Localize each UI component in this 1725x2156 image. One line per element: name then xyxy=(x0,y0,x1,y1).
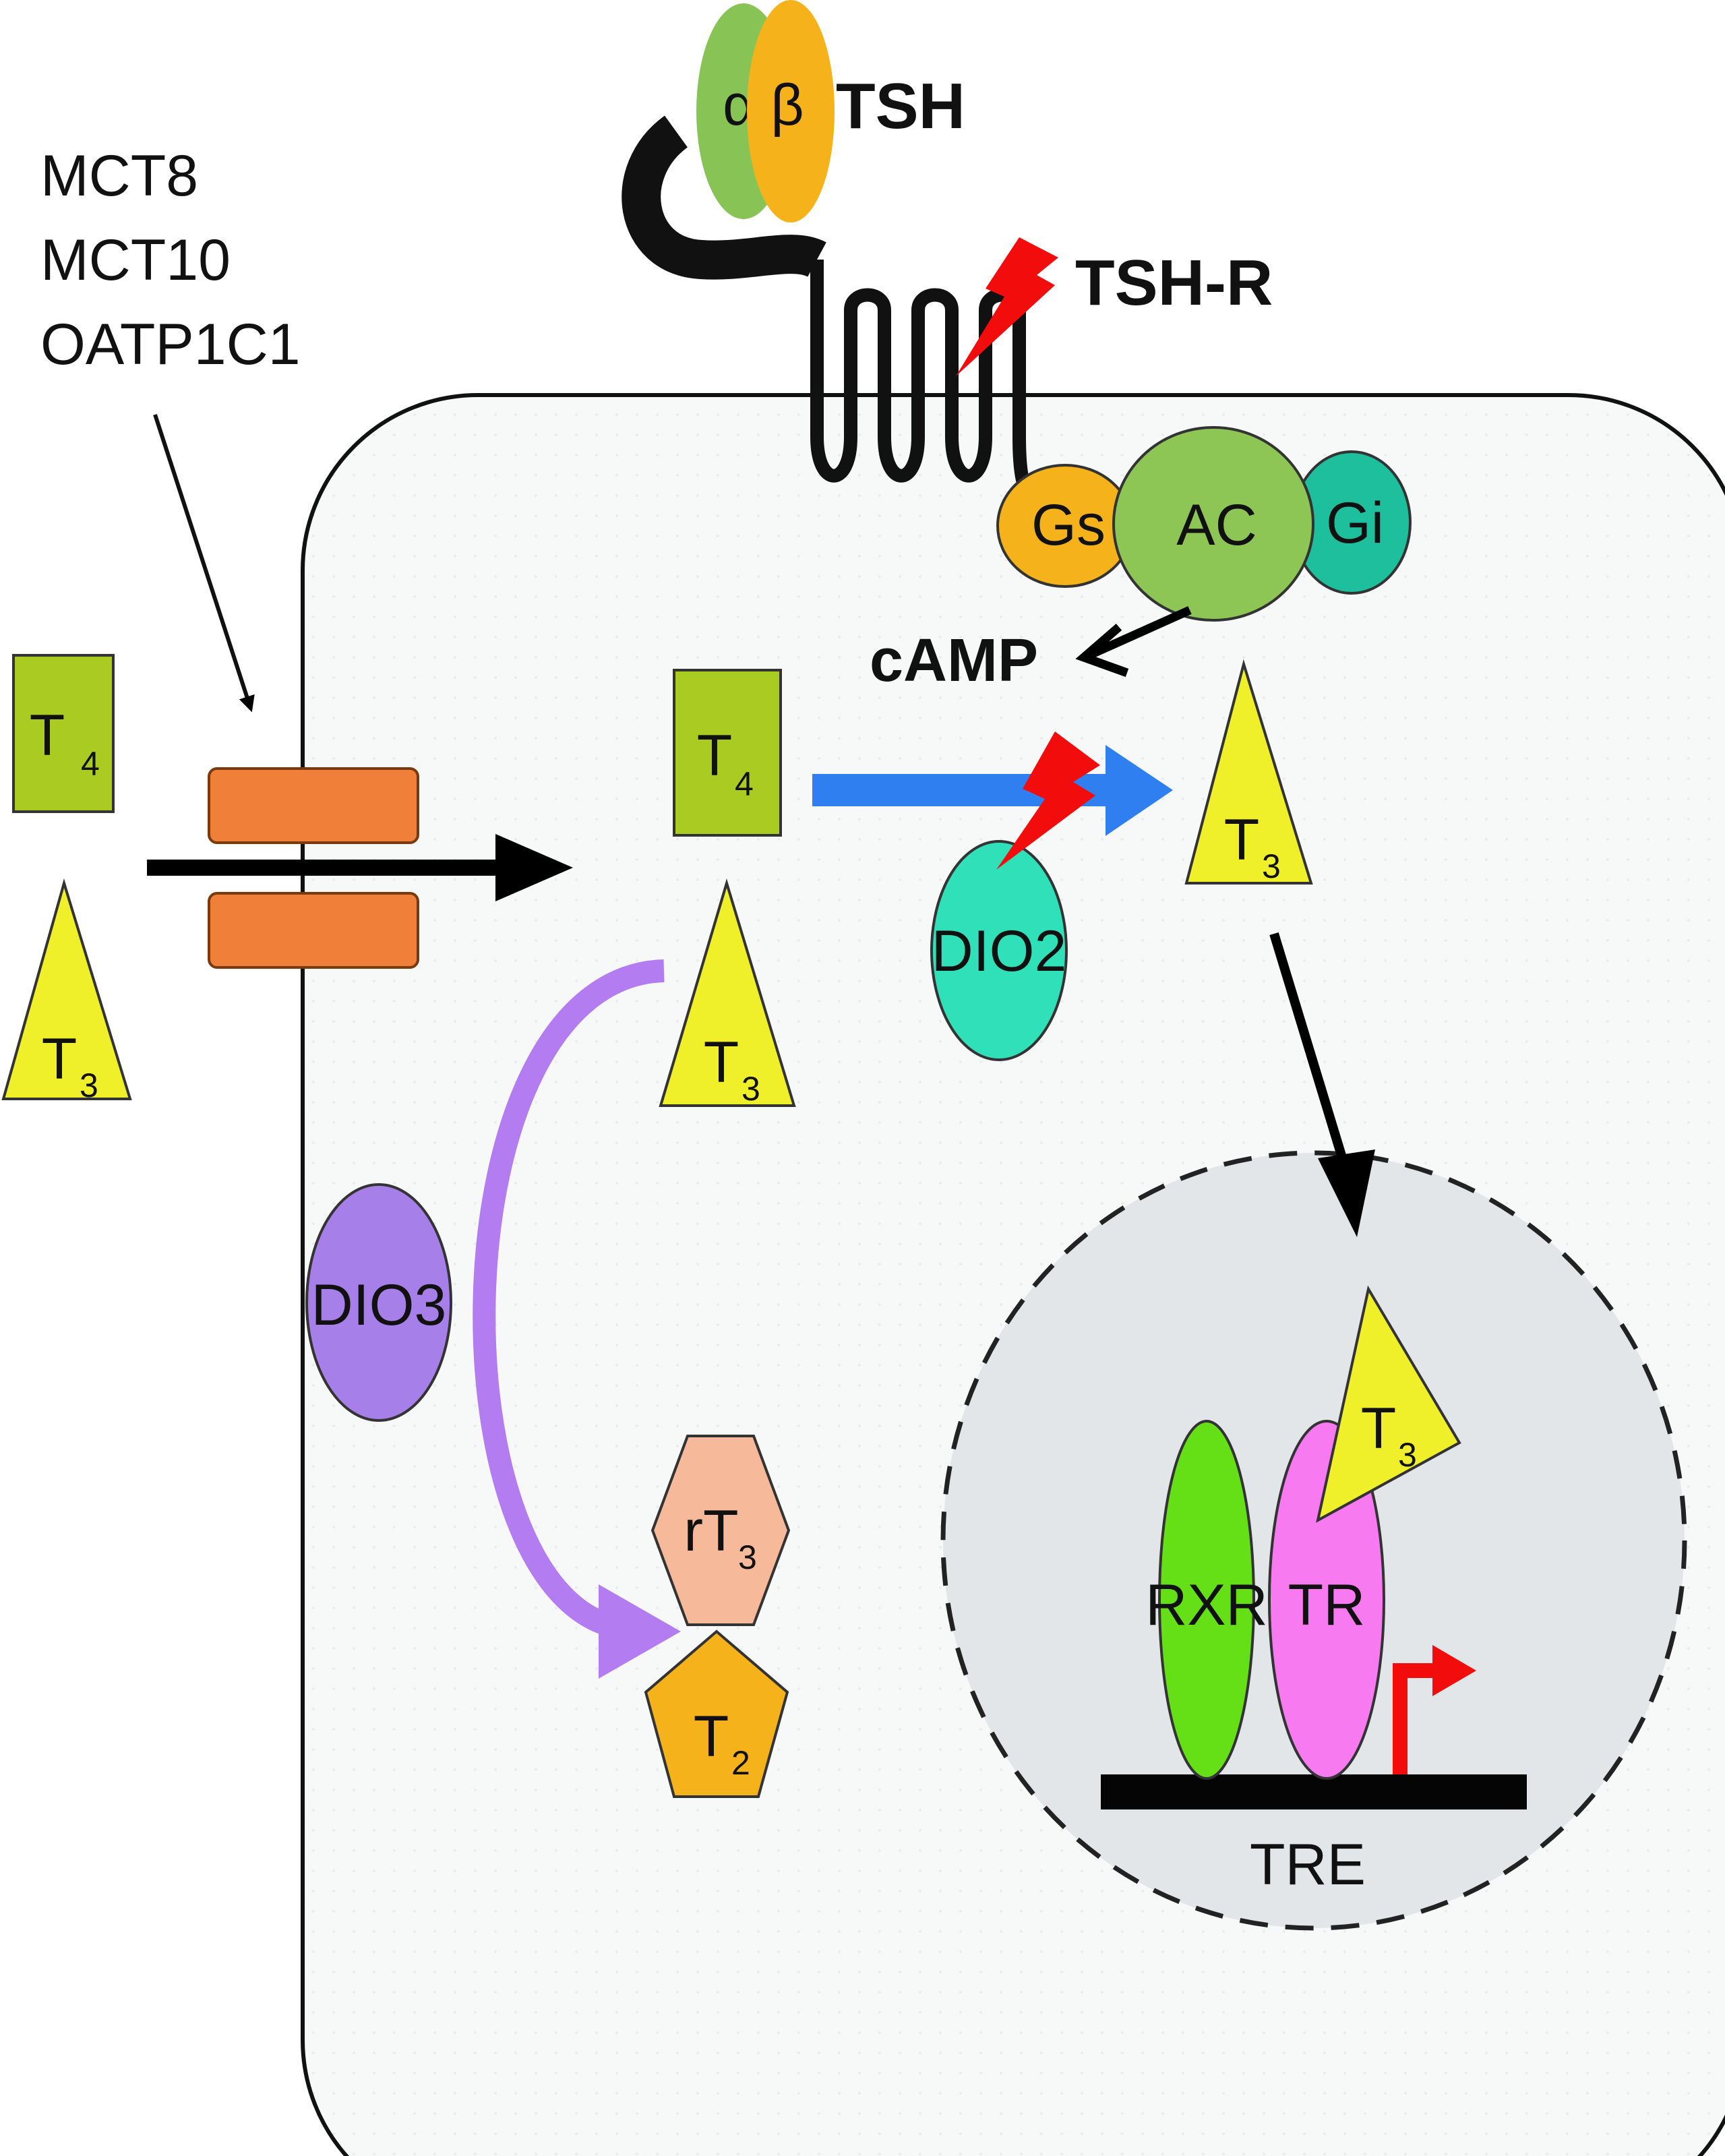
transporter-label-mct8: MCT8 xyxy=(40,144,198,208)
extracellular-t3: T 3 xyxy=(1,878,132,1104)
dio3-enzyme: DIO3 xyxy=(305,1183,452,1422)
tr-receptor: TR xyxy=(1268,1420,1385,1780)
tre-dna-bar xyxy=(1101,1774,1527,1809)
svg-text:T: T xyxy=(42,1027,78,1091)
svg-text:T: T xyxy=(30,703,65,768)
svg-text:DIO2: DIO2 xyxy=(932,919,1067,984)
svg-text:β: β xyxy=(770,73,804,138)
camp-arrow xyxy=(1090,606,1192,658)
svg-text:2: 2 xyxy=(731,1744,750,1782)
tre-label: TRE xyxy=(1250,1832,1366,1897)
svg-text:T: T xyxy=(694,1704,729,1769)
svg-text:4: 4 xyxy=(81,745,100,783)
dio3-inactivation-arrow xyxy=(473,959,665,1640)
dio2-enzyme: DIO2 xyxy=(930,840,1068,1061)
svg-text:3: 3 xyxy=(1398,1436,1417,1474)
receptor-lightning-icon xyxy=(956,237,1058,376)
extracellular-t4: T 4 xyxy=(12,654,115,813)
tsh-label: TSH xyxy=(836,70,965,142)
svg-text:RXR: RXR xyxy=(1145,1573,1268,1638)
intracellular-t3: T 3 xyxy=(659,878,796,1108)
t2-pentagon: T 2 xyxy=(644,1629,789,1798)
transporter-label-mct10: MCT10 xyxy=(40,228,231,293)
camp-arrowhead xyxy=(1075,624,1129,678)
svg-text:AC: AC xyxy=(1176,493,1257,558)
transporter-pointer-arrow xyxy=(153,414,255,713)
transcription-start-arrowhead xyxy=(1432,1645,1476,1696)
transporter-lower-bar xyxy=(208,892,419,969)
svg-text:Gs: Gs xyxy=(1031,493,1106,558)
transporter-upper-bar xyxy=(208,767,419,844)
tsh-receptor-hook xyxy=(622,115,826,280)
tsh-r-label: TSH-R xyxy=(1075,247,1273,319)
t4-import-arrowhead xyxy=(495,834,573,901)
svg-text:TR: TR xyxy=(1288,1573,1366,1638)
gs-protein: Gs xyxy=(996,464,1134,588)
svg-text:3: 3 xyxy=(80,1067,98,1104)
svg-text:T: T xyxy=(697,723,733,788)
camp-label: cAMP xyxy=(870,627,1038,694)
dio3-inactivation-arrowhead xyxy=(599,1584,681,1679)
svg-text:Gi: Gi xyxy=(1326,491,1384,556)
svg-text:DIO3: DIO3 xyxy=(311,1273,447,1338)
transcription-start-arrow xyxy=(1393,1663,1436,1774)
t3-to-nucleus-arrowhead xyxy=(1318,1149,1375,1237)
adenylyl-cyclase: AC xyxy=(1112,426,1314,622)
dio2-conversion-arrowhead xyxy=(1106,745,1173,836)
tr-bound-t3: T 3 xyxy=(1316,1285,1461,1523)
dio2-lightning-icon xyxy=(996,731,1100,870)
tsh-beta-subunit: β xyxy=(747,0,835,222)
t3-to-nucleus-arrow xyxy=(1269,932,1352,1175)
svg-text:T: T xyxy=(1224,808,1260,872)
rt3-hexagon: rT 3 xyxy=(650,1435,791,1626)
svg-text:3: 3 xyxy=(742,1070,760,1108)
svg-text:rT: rT xyxy=(684,1499,738,1563)
svg-text:4: 4 xyxy=(735,765,754,803)
svg-text:3: 3 xyxy=(1262,847,1281,885)
rxr-receptor: RXR xyxy=(1145,1420,1268,1780)
intracellular-t4: T 4 xyxy=(673,669,782,837)
svg-text:T: T xyxy=(1361,1396,1397,1461)
converted-t3: T 3 xyxy=(1184,659,1313,885)
transporter-label-oatp1c1: OATP1C1 xyxy=(40,312,301,377)
svg-text:T: T xyxy=(704,1030,739,1095)
svg-text:3: 3 xyxy=(738,1538,757,1576)
